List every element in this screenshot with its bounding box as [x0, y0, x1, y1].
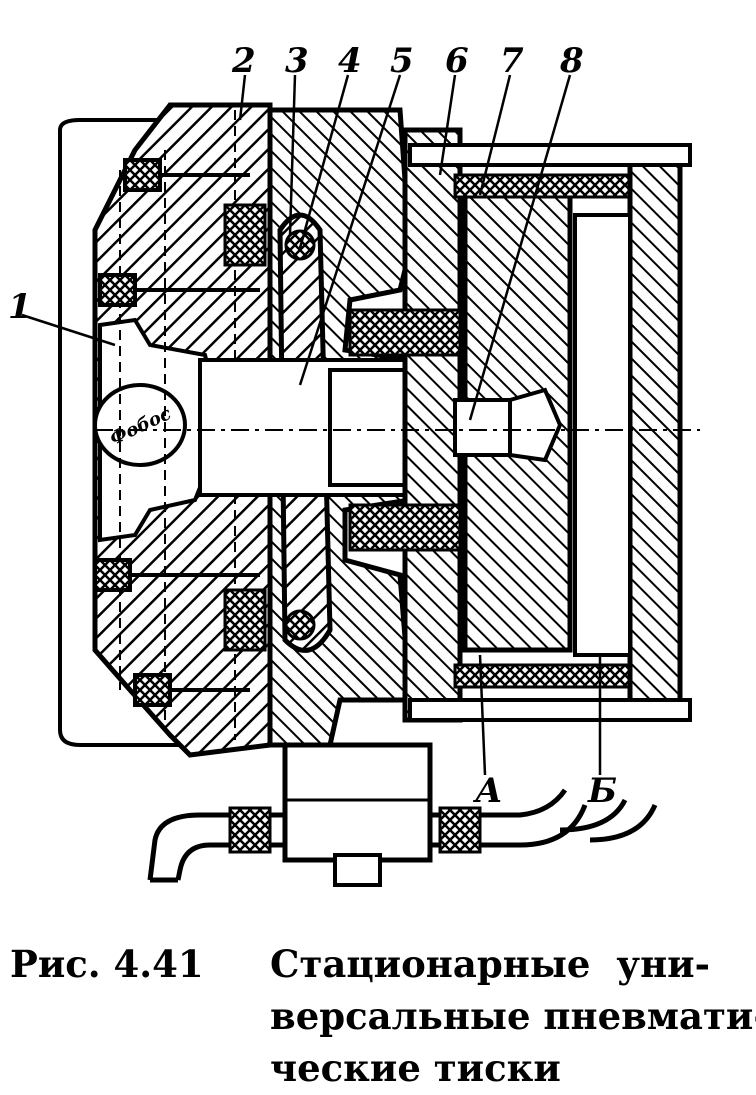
- leader-lines: [21, 74, 602, 776]
- figure-number: Рис. 4.41: [10, 942, 204, 986]
- figure-caption: Стационарные уни- версальные пневмати- ч…: [270, 938, 756, 1094]
- valve-block: [282, 742, 433, 863]
- vise-cross-section-drawing: Фобос: [8, 41, 700, 887]
- caption-line-3: ческие тиски: [270, 1046, 561, 1090]
- label-3: 3: [285, 41, 309, 81]
- cylinder-cover-right: [627, 147, 683, 718]
- label-7: 7: [500, 41, 524, 81]
- label-8: 8: [559, 41, 584, 81]
- bolts-left: [93, 158, 260, 707]
- pipe-left: [147, 812, 285, 881]
- label-1: 1: [8, 287, 32, 327]
- label-6: 6: [445, 41, 469, 81]
- plate-emblem: [93, 383, 187, 467]
- caption-line-1: Стационарные уни-: [270, 942, 710, 986]
- label-4: 4: [338, 41, 362, 81]
- label-B: Б: [587, 771, 617, 811]
- label-A: А: [472, 771, 503, 811]
- pipe-right: [430, 788, 658, 848]
- label-2: 2: [231, 41, 256, 81]
- cylinder-wall: [402, 127, 463, 723]
- label-5: 5: [390, 41, 414, 81]
- nut: [508, 387, 563, 463]
- caption-line-2: версальные пневмати-: [270, 994, 756, 1038]
- tie-rods: [408, 143, 692, 722]
- chamber-B: [573, 213, 632, 657]
